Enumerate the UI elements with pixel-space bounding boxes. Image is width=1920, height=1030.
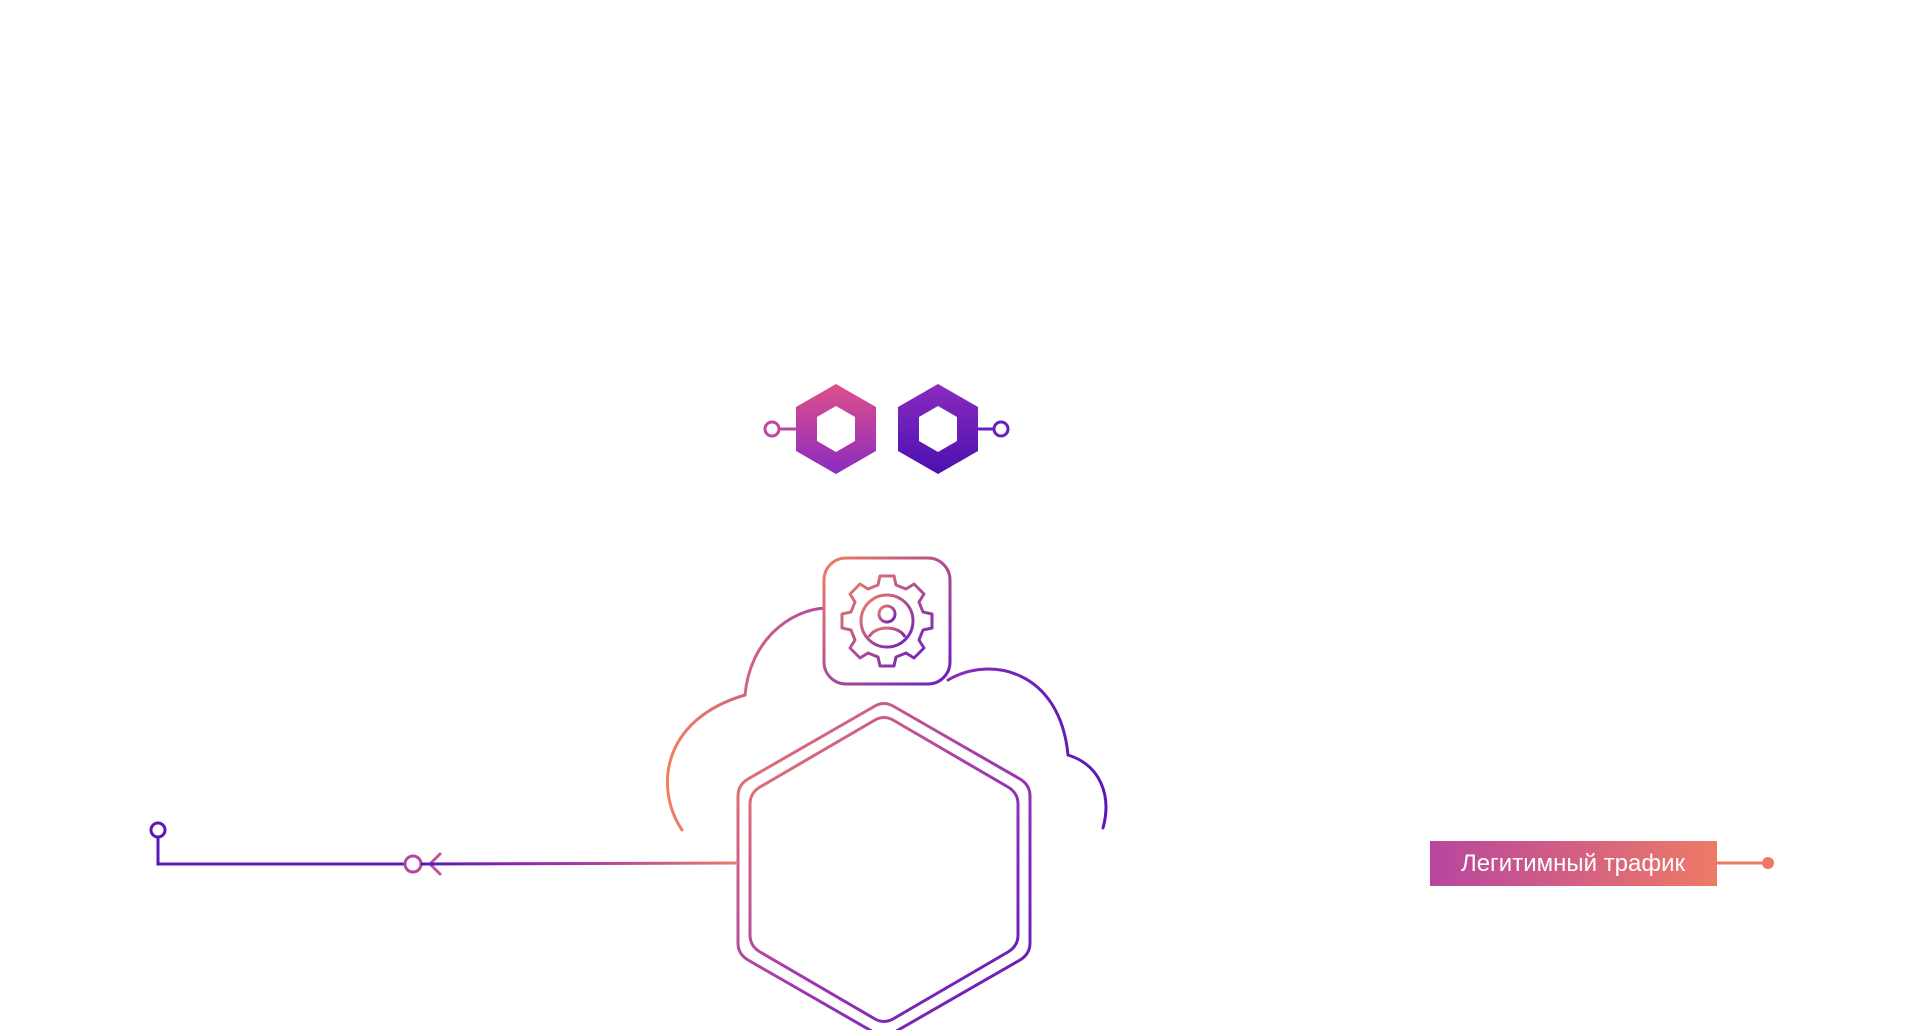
- node-connector-right: [992, 420, 1010, 438]
- gear-inner-ring: [859, 593, 915, 649]
- traffic-label-box: [1430, 841, 1717, 886]
- central-hexagon-inner: [748, 716, 1020, 1023]
- user-shoulders: [867, 626, 907, 638]
- left-traffic-line: [149, 821, 739, 876]
- left-line-to-hexagon: [420, 861, 739, 866]
- hexagon-node-icon: [898, 384, 978, 474]
- hexagon-node-left: [763, 384, 876, 474]
- gear-outline: [840, 574, 934, 668]
- traffic-label: Легитимный трафик: [1430, 841, 1717, 886]
- left-midpoint: [403, 854, 423, 874]
- node-connector-left: [763, 420, 781, 438]
- gear-user-icon: [822, 556, 952, 686]
- cloud-icon: [665, 606, 1108, 832]
- user-head: [877, 604, 897, 624]
- traffic-label-text: Легитимный трафик: [1461, 850, 1686, 877]
- right-traffic-line: [1030, 857, 1774, 869]
- left-line-segment: [156, 837, 405, 866]
- left-endpoint: [149, 821, 167, 839]
- hexagon-node-right: [898, 384, 1010, 474]
- central-hexagon: [736, 702, 1032, 1030]
- central-hexagon-outer: [736, 702, 1032, 1030]
- right-endpoint: [1762, 857, 1774, 869]
- hexagon-node-icon: [796, 384, 876, 474]
